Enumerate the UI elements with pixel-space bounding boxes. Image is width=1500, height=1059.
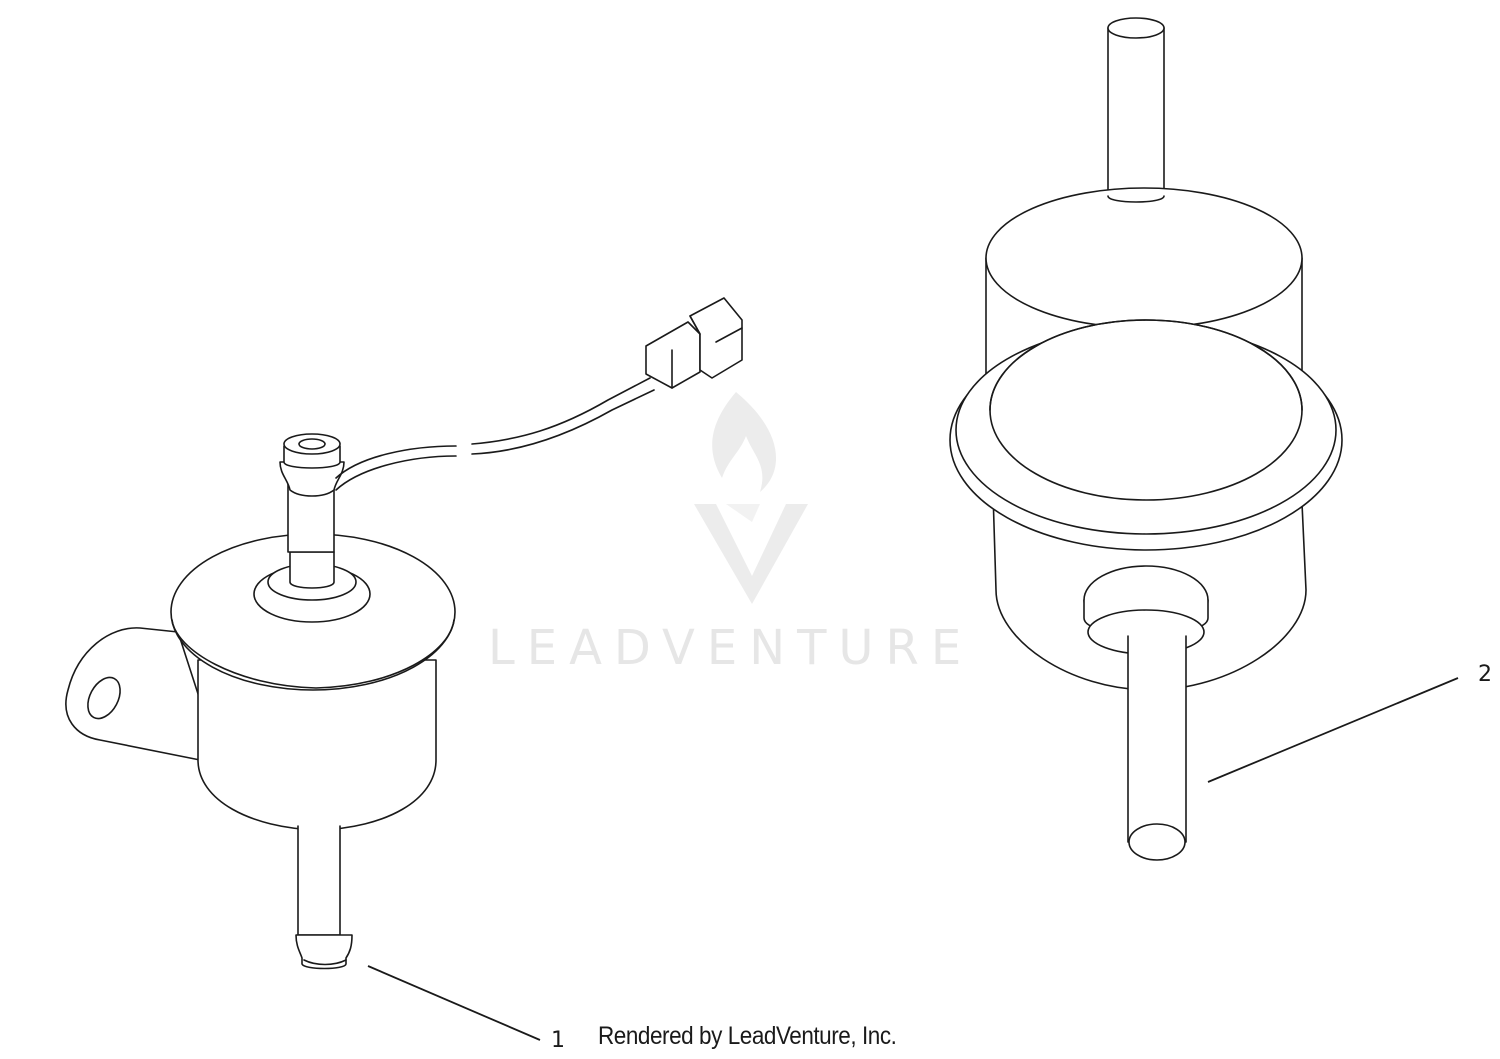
watermark-text: LEADVENTURE <box>488 620 974 676</box>
callout-1-label: 1 <box>551 1028 565 1053</box>
callout-2-label: 2 <box>1478 662 1492 687</box>
footer-credit: Rendered by LeadVenture, Inc. <box>598 1022 897 1050</box>
